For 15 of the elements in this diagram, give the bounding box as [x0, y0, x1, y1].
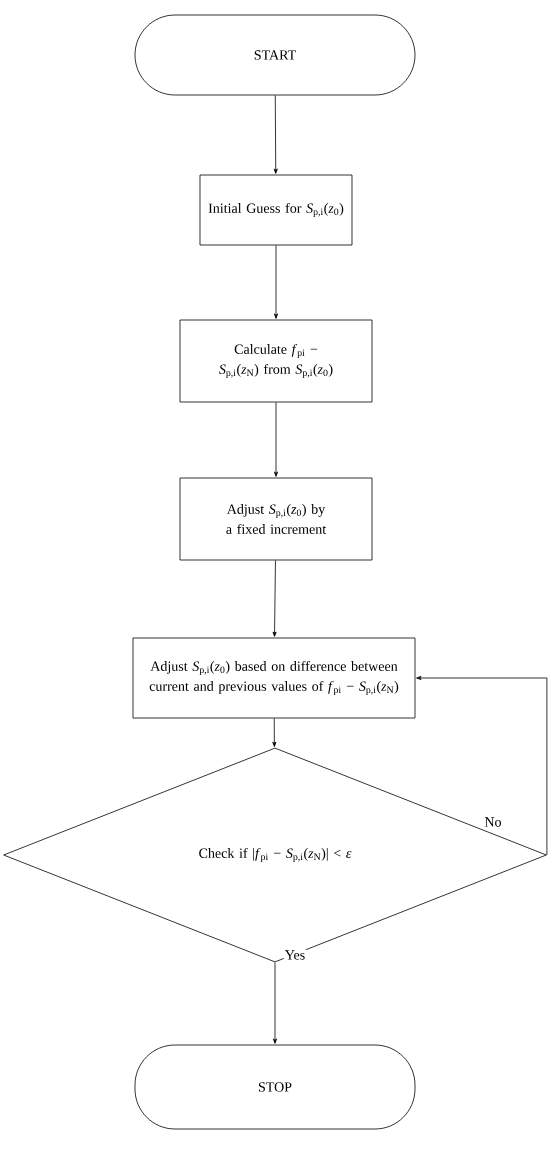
edge-label: Yes [283, 949, 307, 961]
arrow [273, 95, 278, 174]
process-box: Adjust S$_{p,i}$(z$_{0}$) by a fixed increment [179, 477, 373, 561]
edge-label: No [483, 816, 503, 828]
terminal-box: STOP [134, 1044, 416, 1130]
arrow [272, 560, 277, 637]
arrow [274, 245, 278, 319]
arrow [273, 962, 277, 1044]
arrow [416, 676, 548, 856]
arrow [274, 402, 278, 477]
arrow [272, 718, 277, 747]
process-box: Adjust S$_{p,i}$(z$_{0}$) based on difference between current and previous values of f$_{pi}$ − S$_{p,i}$(z$_{N}$) [132, 637, 416, 719]
process-box: Initial Guess for S$_{p,i}$(z$_{0}$) [199, 174, 353, 246]
terminal-box: START [134, 14, 416, 96]
process-box: Calculate f$_{pi}$ − S$_{p,i}$(z$_{N}$) from S$_{p,i}$(z$_{0}$) [179, 319, 373, 403]
